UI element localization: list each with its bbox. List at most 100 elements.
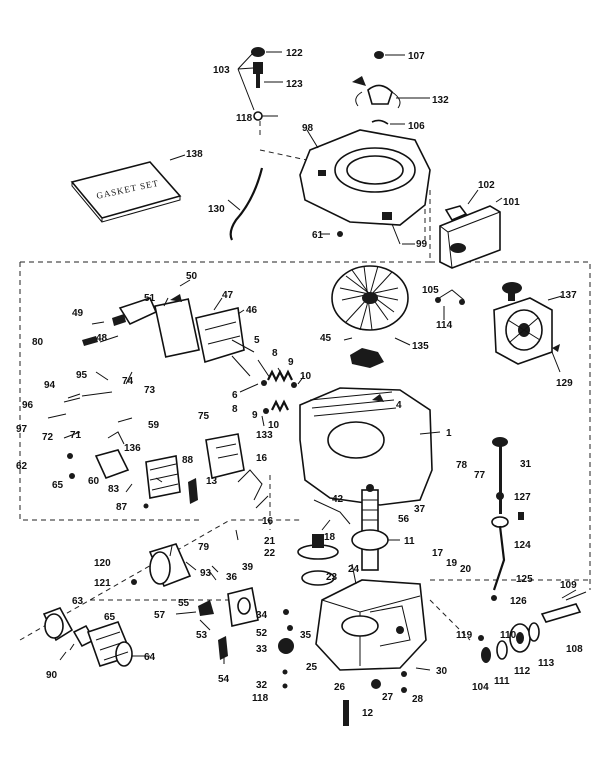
callout-119: 119 [456,630,473,641]
callout-80: 80 [32,337,44,348]
callout-11: 11 [404,536,415,547]
callout-105: 105 [422,285,439,296]
callout-109: 109 [560,580,577,591]
engine-sump-base [315,563,431,726]
lower-small-parts [175,587,294,689]
callout-112: 112 [514,666,531,677]
callout-26: 26 [334,682,346,693]
blower-housing [299,129,431,245]
part-number-callouts: 122 103 123 118 107 132 106 98 138 130 6… [16,48,583,719]
callout-132: 132 [432,95,449,106]
callout-25: 25 [306,662,318,673]
callout-110: 110 [500,630,517,641]
engine-cylinder-block [299,387,441,506]
callout-130: 130 [208,204,225,215]
callout-50: 50 [186,271,198,282]
top-fasteners [237,47,283,121]
callout-64: 64 [144,652,156,663]
part-107-132-106 [352,51,430,125]
fuel-line [227,167,264,241]
callout-35: 35 [300,630,312,641]
callout-103: 103 [213,65,230,76]
callout-83: 83 [108,484,120,495]
callout-23: 23 [326,572,338,583]
callout-74: 74 [122,376,134,387]
callout-138: 138 [186,149,203,160]
callout-9a: 9 [288,357,294,368]
callout-32: 32 [256,680,268,691]
callout-136: 136 [124,443,141,454]
callout-28: 28 [412,694,424,705]
callout-20: 20 [460,564,472,575]
callout-31: 31 [520,459,532,470]
governor-link [435,289,465,320]
callout-27: 27 [382,692,394,703]
electric-starter [42,543,192,667]
muffler [439,189,503,269]
callout-5: 5 [254,335,260,346]
callout-133: 133 [256,430,273,441]
callout-114: 114 [436,320,453,331]
callout-124: 124 [514,540,531,551]
callout-37: 37 [414,504,426,515]
callout-122: 122 [286,48,303,59]
callout-104: 104 [472,682,489,693]
callout-33: 33 [256,644,268,655]
callout-45: 45 [320,333,332,344]
callout-127: 127 [514,492,531,503]
callout-99: 99 [416,239,428,250]
callout-113: 113 [538,658,555,669]
callout-75: 75 [198,411,210,422]
callout-63: 63 [72,596,84,607]
callout-96: 96 [22,400,34,411]
callout-137: 137 [560,290,577,301]
oil-fill-tube [491,437,524,601]
callout-4: 4 [396,400,402,411]
callout-78: 78 [456,460,468,471]
callout-129: 129 [556,378,573,389]
springs [239,359,305,427]
callout-13: 13 [206,476,218,487]
callout-121: 121 [94,578,111,589]
callout-24: 24 [348,564,360,575]
callout-65a: 65 [52,480,64,491]
callout-90: 90 [46,670,58,681]
gasket-set-package [70,154,186,223]
flywheel [331,265,411,368]
callout-46: 46 [246,305,258,316]
callout-71: 71 [70,430,82,441]
callout-30: 30 [436,666,448,677]
callout-55: 55 [178,598,190,609]
callout-8a: 8 [272,348,278,359]
callout-93: 93 [200,568,212,579]
callout-49: 49 [72,308,84,319]
callout-6: 6 [232,390,238,401]
callout-48: 48 [96,333,108,344]
callout-51: 51 [144,293,156,304]
ignition-and-controls [47,391,269,509]
callout-111: 111 [494,676,510,687]
callout-54: 54 [218,674,230,685]
callout-12: 12 [362,708,374,719]
callout-94: 94 [44,380,56,391]
callout-95: 95 [76,370,88,381]
callout-18: 18 [324,532,336,543]
callout-87: 87 [116,502,128,513]
callout-21: 21 [264,536,276,547]
label-leader-lines [63,371,239,664]
callout-123: 123 [286,79,303,90]
callout-97: 97 [16,424,28,435]
callout-60: 60 [88,476,100,487]
callout-135: 135 [412,341,429,352]
callout-16a: 16 [256,453,268,464]
callout-79: 79 [198,542,210,553]
callout-52: 52 [256,628,268,639]
callout-118b: 118 [252,693,269,704]
callout-88: 88 [182,455,194,466]
callout-106: 106 [408,121,425,132]
callout-39: 39 [242,562,254,573]
callout-98: 98 [302,123,314,134]
callout-42: 42 [332,494,344,505]
callout-17: 17 [432,548,444,559]
